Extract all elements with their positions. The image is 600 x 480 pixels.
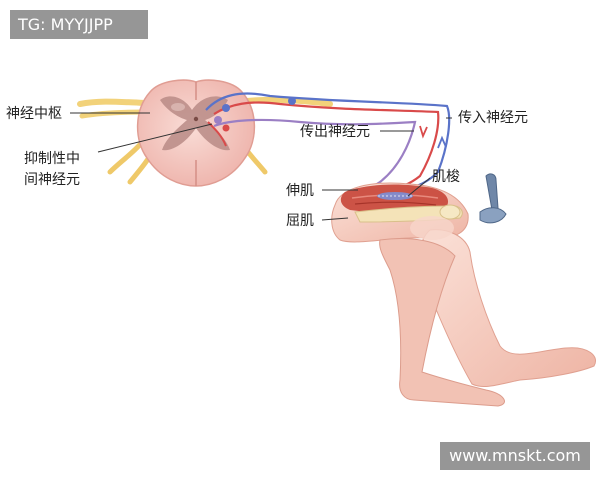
label-inhibitory-line1: 抑制性中 — [24, 151, 80, 167]
leader-lines — [70, 112, 452, 221]
label-afferent-neuron: 传入神经元 — [458, 110, 528, 126]
neuron-pathways — [205, 92, 451, 201]
label-extensor: 伸肌 — [286, 183, 314, 199]
spinal-cord — [136, 79, 256, 187]
reflex-hammer-icon — [479, 173, 507, 224]
leg — [331, 182, 596, 407]
label-flexor: 屈肌 — [286, 213, 314, 229]
label-muscle-spindle: 肌梭 — [432, 168, 460, 185]
watermark-bottom-right: www.mnskt.com — [440, 442, 590, 470]
label-inhibitory-line2: 间神经元 — [24, 172, 80, 188]
label-efferent-neuron: 传出神经元 — [300, 124, 370, 140]
label-central-nervous: 神经中枢 — [6, 106, 62, 122]
watermark-top-left: TG: MYYJJPP — [10, 10, 148, 39]
